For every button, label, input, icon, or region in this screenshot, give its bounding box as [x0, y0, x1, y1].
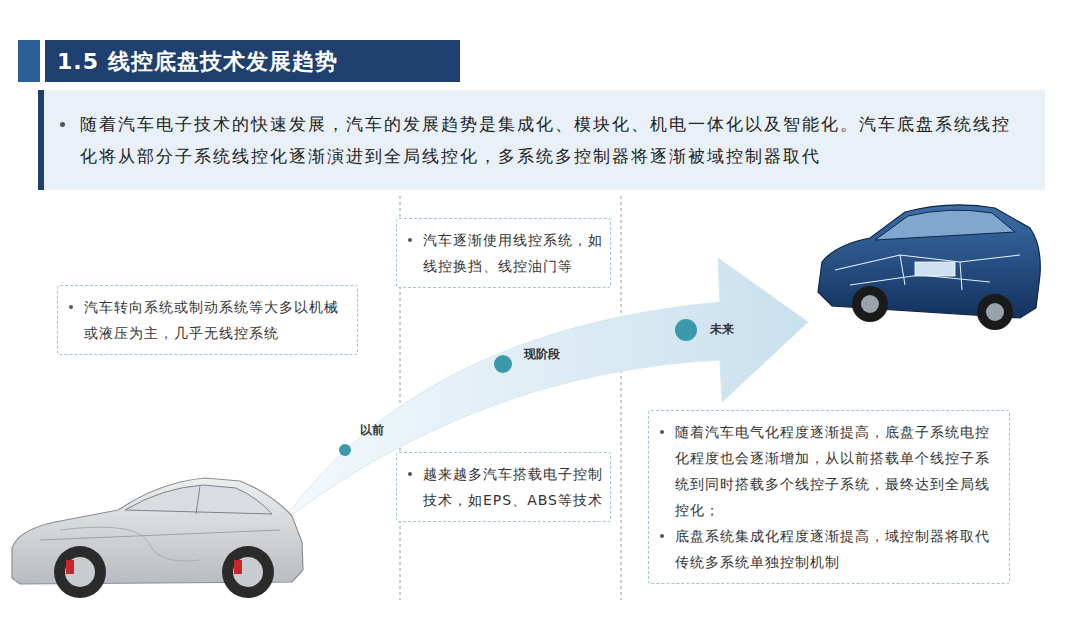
bullet-row: 底盘系统集成化程度逐渐提高，域控制器将取代传统多系统单独控制机制: [675, 523, 1003, 575]
bullet-row: 汽车转向系统或制动系统等大多以机械或液压为主，几乎无线控系统: [84, 294, 351, 346]
bullet-dot: [660, 534, 664, 538]
box-text: 汽车逐渐使用线控系统，如线控换挡、线控油门等: [423, 227, 604, 279]
stage-box: 越来越多汽车搭载电子控制技术，如EPS、ABS等技术: [396, 452, 611, 522]
stage-box: 汽车逐渐使用线控系统，如线控换挡、线控油门等: [396, 218, 611, 288]
divider: [621, 196, 622, 600]
stage-label: 未来: [710, 321, 734, 338]
box-text: 随着汽车电子技术的快速发展，汽车的发展趋势是集成化、模块化、机电一体化以及智能化…: [80, 108, 1025, 172]
bullet-dot: [60, 122, 65, 127]
bullet-dot: [69, 305, 73, 309]
bullet-dot: [408, 472, 412, 476]
title-text: 1.5 线控底盘技术发展趋势: [57, 47, 338, 77]
stage-label: 以前: [360, 422, 384, 439]
box-text: 越来越多汽车搭载电子控制技术，如EPS、ABS等技术: [423, 461, 604, 513]
milestone-dot: [494, 355, 512, 373]
milestone-dot: [339, 444, 351, 456]
box-text: 随着汽车电气化程度逐渐提高，底盘子系统电控化程度也会逐渐增加，从以前搭载单个线控…: [675, 419, 1003, 523]
milestone-dot: [675, 319, 697, 341]
box-text: 底盘系统集成化程度逐渐提高，域控制器将取代传统多系统单独控制机制: [675, 523, 1003, 575]
title-band: 1.5 线控底盘技术发展趋势: [45, 40, 460, 82]
intro-panel: 随着汽车电子技术的快速发展，汽车的发展趋势是集成化、模块化、机电一体化以及智能化…: [38, 90, 1045, 190]
box-text: 汽车转向系统或制动系统等大多以机械或液压为主，几乎无线控系统: [84, 294, 351, 346]
car-illustration: [818, 205, 1040, 330]
stage-label: 现阶段: [524, 346, 560, 363]
bullet-row: 越来越多汽车搭载电子控制技术，如EPS、ABS等技术: [423, 461, 604, 513]
bullet-dot: [408, 238, 412, 242]
car-illustration: [12, 478, 303, 598]
stage-box: 汽车转向系统或制动系统等大多以机械或液压为主，几乎无线控系统: [57, 285, 358, 355]
stage-box: 随着汽车电气化程度逐渐提高，底盘子系统电控化程度也会逐渐增加，从以前搭载单个线控…: [648, 410, 1010, 584]
bullet-row: 随着汽车电子技术的快速发展，汽车的发展趋势是集成化、模块化、机电一体化以及智能化…: [80, 108, 1025, 172]
bullet-row: 随着汽车电气化程度逐渐提高，底盘子系统电控化程度也会逐渐增加，从以前搭载单个线控…: [675, 419, 1003, 523]
bullet-row: 汽车逐渐使用线控系统，如线控换挡、线控油门等: [423, 227, 604, 279]
title-stripe: [18, 40, 40, 82]
bullet-dot: [660, 430, 664, 434]
